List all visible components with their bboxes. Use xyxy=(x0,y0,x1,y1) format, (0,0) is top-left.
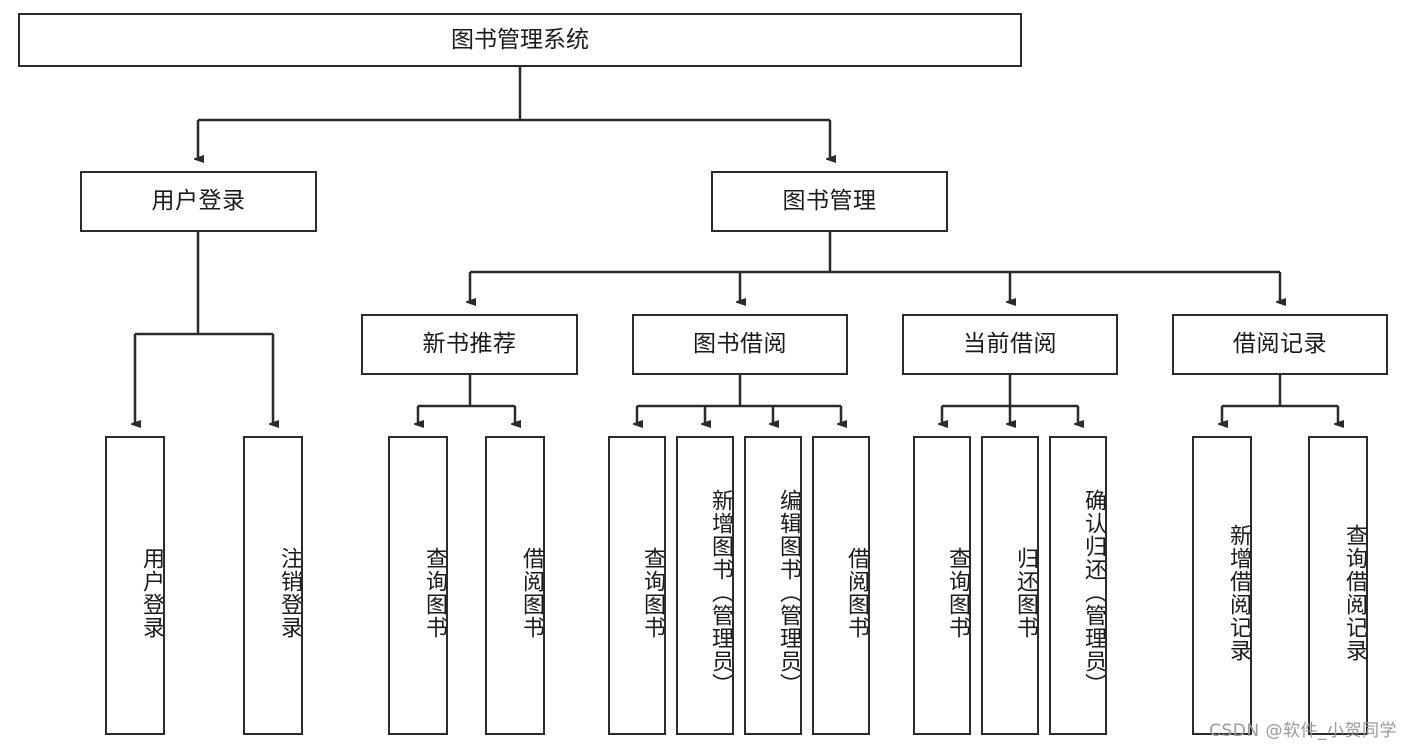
leaf-borrow-book-new-book[interactable]: 借阅图书 xyxy=(485,436,545,735)
node-current-borrowing[interactable]: 当前借阅 xyxy=(902,314,1118,375)
node-label: 用户登录 xyxy=(139,546,164,639)
node-label: 确认归还（管理员） xyxy=(1081,489,1106,696)
leaf-borrow-book-borrowing[interactable]: 借阅图书 xyxy=(812,436,870,735)
node-borrowing-record[interactable]: 借阅记录 xyxy=(1172,314,1388,375)
leaf-query-book-borrowing[interactable]: 查询图书 xyxy=(608,436,666,735)
node-root-book-management-system[interactable]: 图书管理系统 xyxy=(18,13,1022,67)
node-label: 查询借阅记录 xyxy=(1342,523,1367,662)
leaf-logout[interactable]: 注销登录 xyxy=(243,436,303,735)
node-new-book-recommendation[interactable]: 新书推荐 xyxy=(361,314,578,375)
leaf-query-borrowing-record[interactable]: 查询借阅记录 xyxy=(1308,436,1368,735)
node-label: 编辑图书（管理员） xyxy=(776,489,801,696)
leaf-confirm-return-admin[interactable]: 确认归还（管理员） xyxy=(1049,436,1107,735)
leaf-query-book-current[interactable]: 查询图书 xyxy=(913,436,971,735)
node-label: 查询图书 xyxy=(945,546,970,639)
node-label: 图书管理系统 xyxy=(451,26,589,53)
node-label: 新增借阅记录 xyxy=(1226,523,1251,662)
node-label: 新增图书（管理员） xyxy=(708,489,733,696)
leaf-edit-book-admin[interactable]: 编辑图书（管理员） xyxy=(744,436,802,735)
leaf-add-borrowing-record[interactable]: 新增借阅记录 xyxy=(1192,436,1252,735)
node-label: 借阅图书 xyxy=(844,546,869,639)
node-book-management[interactable]: 图书管理 xyxy=(711,171,948,232)
leaf-query-book-new-book[interactable]: 查询图书 xyxy=(388,436,448,735)
node-label: 图书管理 xyxy=(782,188,877,215)
node-label: 借阅图书 xyxy=(519,546,544,639)
node-user-login[interactable]: 用户登录 xyxy=(80,171,317,232)
node-label: 新书推荐 xyxy=(422,331,517,358)
node-label: 查询图书 xyxy=(640,546,665,639)
leaf-return-book[interactable]: 归还图书 xyxy=(981,436,1039,735)
node-label: 当前借阅 xyxy=(963,331,1057,358)
node-book-borrowing[interactable]: 图书借阅 xyxy=(632,314,848,375)
node-label: 用户登录 xyxy=(151,188,246,215)
leaf-add-book-admin[interactable]: 新增图书（管理员） xyxy=(676,436,734,735)
node-label: 借阅记录 xyxy=(1233,331,1327,358)
csdn-watermark: CSDN @软件_小贺同学 xyxy=(1209,721,1397,741)
leaf-user-login[interactable]: 用户登录 xyxy=(105,436,165,735)
node-label: 查询图书 xyxy=(422,546,447,639)
node-label: 图书借阅 xyxy=(693,331,787,358)
node-label: 归还图书 xyxy=(1013,546,1038,639)
node-label: 注销登录 xyxy=(277,546,302,639)
